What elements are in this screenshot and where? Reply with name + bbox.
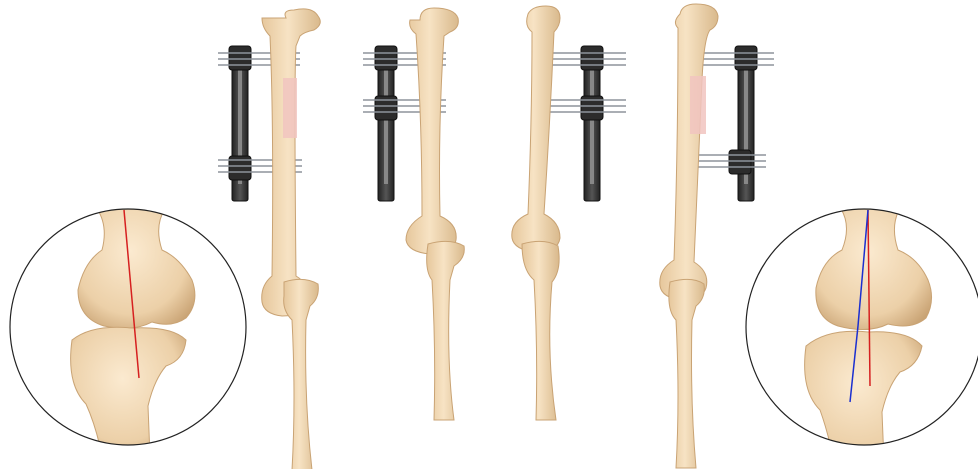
leg-4 — [660, 4, 774, 468]
leg-1 — [218, 9, 320, 469]
knee-inset-left — [10, 200, 246, 456]
fixator-3 — [540, 46, 626, 201]
knee-inset-right — [746, 200, 978, 462]
transport-segment — [283, 78, 297, 138]
transport-segment — [690, 76, 706, 134]
leg-3 — [512, 6, 626, 420]
leg-2 — [363, 8, 464, 420]
